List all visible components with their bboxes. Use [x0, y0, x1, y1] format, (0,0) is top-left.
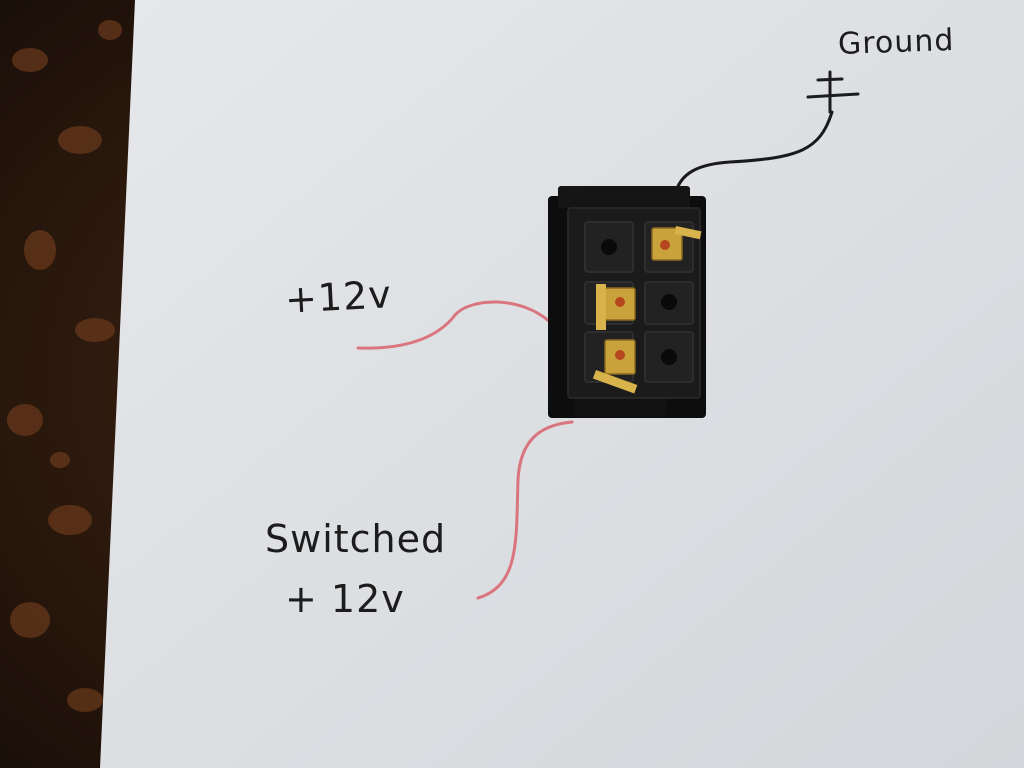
terminal-bottom-left	[592, 339, 638, 394]
ground-wire	[673, 110, 834, 197]
switched-12v-label: + 12v	[285, 577, 405, 621]
ground-icon	[806, 70, 860, 114]
terminal-middle-left	[596, 284, 636, 330]
switched-label: Switched	[265, 517, 447, 561]
switched-12v-wire	[476, 420, 574, 600]
ground-label: Ground	[837, 22, 955, 63]
plus-12v-wire	[356, 300, 552, 350]
terminal-top-right	[651, 225, 702, 261]
granite-speckles	[7, 20, 122, 712]
rocker-switch-icon	[548, 186, 706, 418]
plus-12v-label: +12v	[283, 272, 393, 322]
switch-rivets	[601, 239, 677, 365]
